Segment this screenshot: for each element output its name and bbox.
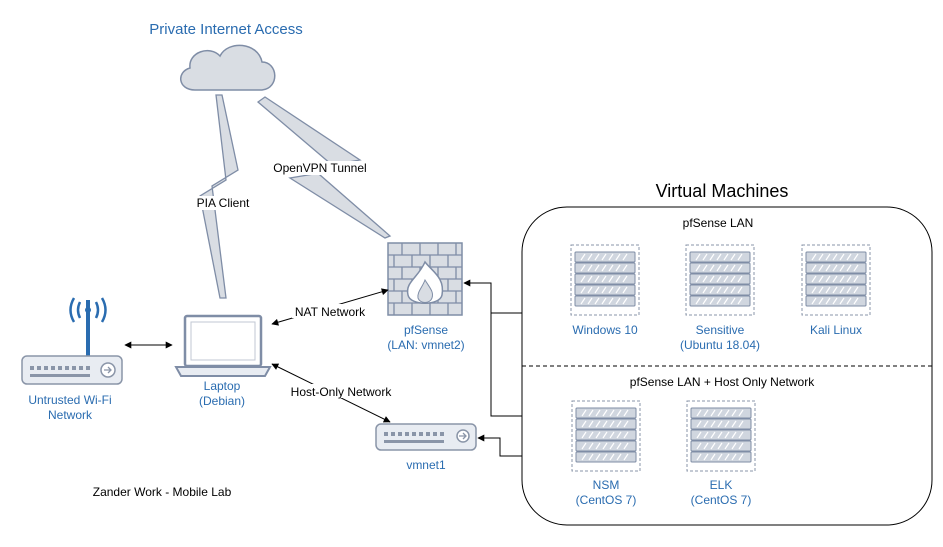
pfsense-label-line1: pfSense xyxy=(404,323,448,337)
cloud-icon xyxy=(180,44,276,91)
lan-host-to-pfsense-connector xyxy=(490,290,522,417)
server-label-sensitive-line2: (Ubuntu 18.04) xyxy=(680,338,760,352)
laptop-label-line2: (Debian) xyxy=(199,394,245,408)
server-label-nsm-line2: (CentOS 7) xyxy=(576,493,637,507)
vmnet1-switch-icon xyxy=(375,423,477,451)
server-label-nsm-line1: NSM xyxy=(593,478,620,492)
server-label-elk-line2: (CentOS 7) xyxy=(691,493,752,507)
laptop-icon xyxy=(174,314,272,377)
wifi-label-line1: Untrusted Wi-Fi xyxy=(28,393,111,407)
server-icon-kali xyxy=(801,244,871,316)
nat-label: NAT Network xyxy=(295,305,366,319)
pfsense-label-line2: (LAN: vmnet2) xyxy=(387,338,464,352)
server-label-windows-line1: Windows 10 xyxy=(572,323,638,337)
lan-host-to-vmnet1-connector xyxy=(477,434,522,457)
vmnet1-label: vmnet1 xyxy=(406,458,446,472)
firewall-icon xyxy=(387,242,463,316)
server-icon-sensitive xyxy=(685,244,755,316)
server-icon-windows xyxy=(570,244,640,316)
lan-to-pfsense-connector xyxy=(463,279,522,314)
pia-client-link xyxy=(199,94,239,299)
footer-credit: Zander Work - Mobile Lab xyxy=(93,485,232,499)
server-label-kali-line1: Kali Linux xyxy=(810,323,862,337)
host-only-label: Host-Only Network xyxy=(291,385,393,399)
wifi-label-line2: Network xyxy=(48,408,93,422)
wifi-router-icon xyxy=(21,297,123,385)
server-icon-nsm xyxy=(571,400,641,472)
server-icon-elk xyxy=(686,400,756,472)
pia-client-label: PIA Client xyxy=(197,196,250,210)
zone-lan-host-label: pfSense LAN + Host Only Network xyxy=(630,375,815,389)
openvpn-label: OpenVPN Tunnel xyxy=(273,161,366,175)
vm-group-title: Virtual Machines xyxy=(656,181,789,201)
laptop-label-line1: Laptop xyxy=(204,379,241,393)
internet-label: Private Internet Access xyxy=(149,21,302,38)
zone-lan-label: pfSense LAN xyxy=(683,216,754,230)
server-label-sensitive-line1: Sensitive xyxy=(696,323,745,337)
server-label-elk-line1: ELK xyxy=(710,478,733,492)
